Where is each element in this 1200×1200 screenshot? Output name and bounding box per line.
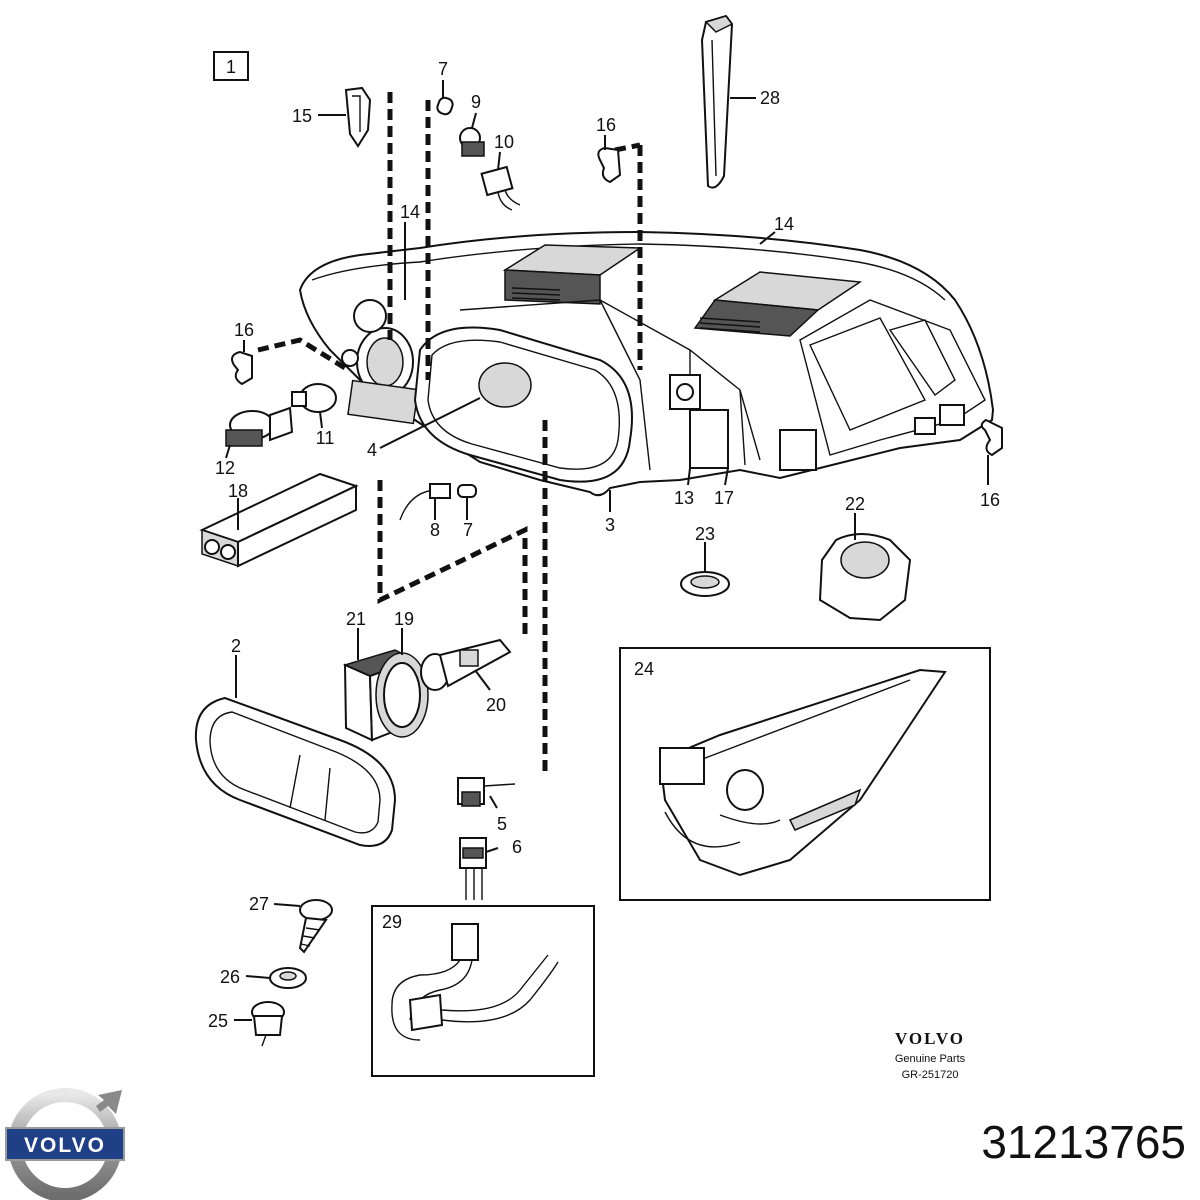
part-27-screw [298, 899, 333, 954]
callout-7-mid: 7 [463, 520, 473, 540]
genuine-parts-tagline: Genuine Parts [895, 1053, 966, 1065]
callout-19: 19 [394, 609, 414, 629]
part-9-socket [459, 127, 485, 157]
callout-13: 13 [674, 488, 694, 508]
headlamp-housing [298, 230, 995, 497]
callout-5: 5 [497, 814, 507, 834]
frame-label: 1 [213, 51, 249, 81]
svg-text:1: 1 [226, 57, 236, 77]
part-7-bulb-mid [457, 484, 477, 498]
part-25-nut [251, 1001, 285, 1047]
part-number: 31213765 [981, 1116, 1186, 1168]
assembly-dashed-lines [257, 92, 643, 775]
volvo-iron-mark-icon: VOLVO [5, 1088, 125, 1200]
logo-wordmark: VOLVO [24, 1134, 106, 1157]
callout-15: 15 [292, 106, 312, 126]
callout-16-top: 16 [596, 115, 616, 135]
callout-6: 6 [512, 837, 522, 857]
part-28-strip [700, 14, 734, 189]
callout-17: 17 [714, 488, 734, 508]
callout-23: 23 [695, 524, 715, 544]
callout-8: 8 [430, 520, 440, 540]
part-16-clip-top [597, 146, 622, 184]
callout-16-left: 16 [234, 320, 254, 340]
detail-box-29 [371, 905, 595, 1077]
callout-22: 22 [845, 494, 865, 514]
part-18-gasket [199, 472, 359, 568]
callout-21: 21 [346, 609, 366, 629]
callout-27: 27 [249, 894, 269, 914]
part-5-bulb [457, 777, 516, 807]
callout-12: 12 [215, 458, 235, 478]
callout-2: 2 [231, 636, 241, 656]
callout-4: 4 [367, 440, 377, 460]
part-16-clip-right [980, 418, 1003, 457]
genuine-parts-branding: VOLVO Genuine Parts GR-251720 [895, 1029, 966, 1081]
part-19-ring [375, 652, 429, 738]
callout-7-top: 7 [438, 59, 448, 79]
diagram-reference: GR-251720 [902, 1069, 959, 1081]
part-20-xenon-bulb [420, 638, 512, 691]
callout-28: 28 [760, 88, 780, 108]
callout-11: 11 [316, 428, 335, 448]
part-10-connector [480, 165, 521, 211]
callout-29: 29 [382, 912, 402, 932]
part-2-lens-gasket [194, 696, 397, 847]
callout-14-left: 14 [400, 202, 420, 222]
part-26-washer [269, 967, 307, 989]
part-11-bulb [291, 383, 337, 413]
callout-10: 10 [494, 132, 514, 152]
part-16-clip-left [231, 350, 253, 386]
part-23-grommet [680, 571, 730, 597]
leader-lines [225, 80, 989, 1021]
part-12-socket [225, 406, 294, 447]
part-6-connector [459, 837, 487, 900]
part-8-bulb-holder [399, 483, 451, 521]
callout-18: 18 [228, 481, 248, 501]
callout-14-right: 14 [774, 214, 794, 234]
part-22-socket [818, 533, 912, 622]
callout-26: 26 [220, 967, 240, 987]
volvo-wordmark: VOLVO [895, 1029, 965, 1048]
detail-box-24 [619, 647, 991, 901]
callout-3: 3 [605, 515, 615, 535]
callout-25: 25 [208, 1011, 228, 1031]
callout-20: 20 [486, 695, 506, 715]
callout-24: 24 [634, 659, 654, 679]
callout-16-right: 16 [980, 490, 1000, 510]
part-7-bulb-top [436, 96, 454, 116]
part-15-clip [344, 86, 372, 148]
callout-9: 9 [471, 92, 481, 112]
callout-labels: 15 7 9 10 16 28 14 14 16 11 12 18 4 8 7 … [208, 59, 1000, 1031]
